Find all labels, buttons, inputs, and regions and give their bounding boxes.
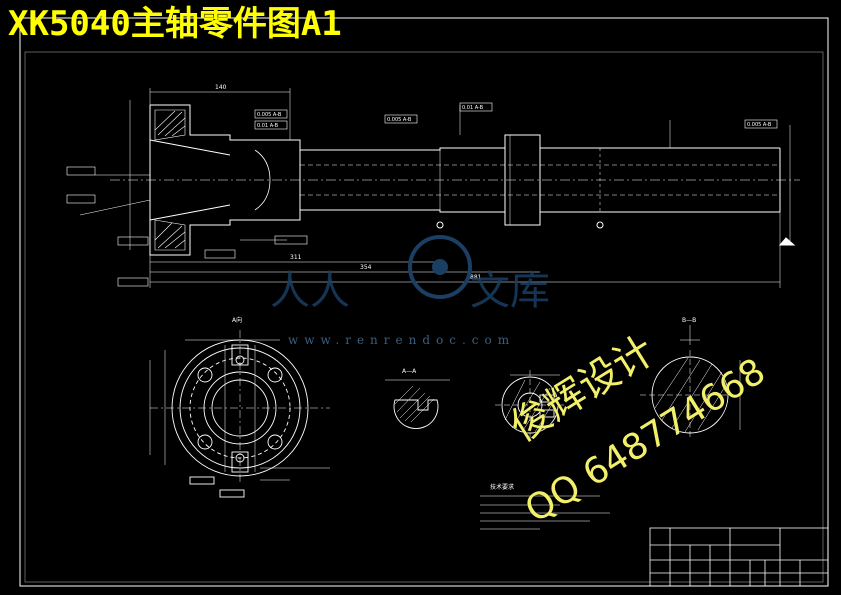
tolerance-flag-text: 0.005 A-B [747, 122, 772, 128]
dim-overall-length: 881 [470, 274, 482, 281]
title-block [649, 527, 829, 587]
watermark-logo-icon [408, 235, 472, 299]
watermark-text-right: 文库 [470, 268, 550, 314]
dim-140: 140 [215, 84, 227, 91]
watermark-text-left: 人人 [270, 268, 350, 314]
section-label-b: B—B [682, 317, 696, 324]
tolerance-frames [66, 102, 778, 287]
view-label-a: A向 [232, 316, 242, 324]
key-section-view [385, 379, 450, 430]
tech-req-title: 技术要求 [490, 483, 514, 491]
spindle-main-view [79, 88, 800, 288]
dim-354: 354 [360, 264, 372, 271]
tolerance-flag-text: 0.01 A-B [257, 123, 279, 129]
tolerance-flag-text: 0.005 A-B [257, 112, 282, 118]
dim-311: 311 [290, 254, 302, 261]
section-right-view [640, 325, 741, 440]
watermark-url: www.renrendoc.com [288, 333, 516, 347]
section-label-a: A—A [402, 368, 417, 375]
tolerance-flag-text: 0.01 A-B [462, 105, 484, 111]
sheet-border [19, 17, 829, 587]
section-b-view [495, 370, 565, 440]
drawing-title: XK5040主轴零件图A1 [8, 4, 342, 44]
flange-face-view [149, 330, 330, 498]
tech-requirements [480, 495, 610, 530]
tolerance-flag-text: 0.005 A-B [387, 117, 412, 123]
inner-frame [24, 51, 824, 583]
